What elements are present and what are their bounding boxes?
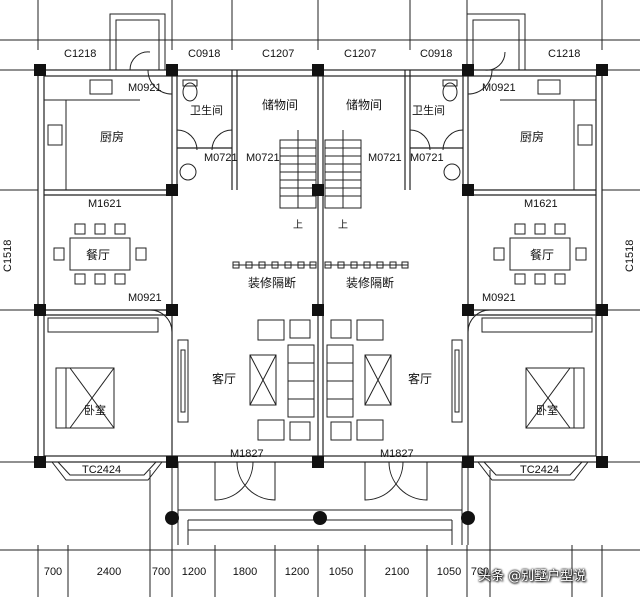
staircase-right bbox=[324, 130, 362, 209]
stairs-up-right: 上 bbox=[338, 220, 348, 231]
dimension-8: 2100 bbox=[384, 566, 410, 578]
window-code-c1207-left: C1207 bbox=[262, 48, 295, 60]
partition-right bbox=[324, 261, 409, 269]
window-code-c0918-left: C0918 bbox=[188, 48, 221, 60]
front-porch bbox=[149, 462, 491, 545]
room-bedroom-left: 卧室 bbox=[84, 404, 106, 417]
window-code-c1518-left: C1518 bbox=[2, 239, 14, 272]
kitchen-counter-left bbox=[44, 79, 140, 190]
dimension-7: 1050 bbox=[328, 566, 354, 578]
door-code-m0921-kitchen-right: M0921 bbox=[482, 82, 516, 94]
top-dim-ticks bbox=[37, 0, 603, 50]
door-code-m1621-right: M1621 bbox=[524, 198, 558, 210]
door-code-m1827-right: M1827 bbox=[380, 448, 414, 460]
top-left-porch bbox=[109, 13, 166, 71]
partition-left bbox=[232, 261, 317, 269]
door-code-m0921-kitchen-left: M0921 bbox=[128, 82, 162, 94]
interior-walls bbox=[44, 70, 596, 462]
room-dining-left: 餐厅 bbox=[86, 248, 111, 262]
door-code-m0921-bedroom-left: M0921 bbox=[128, 292, 162, 304]
room-dining-right: 餐厅 bbox=[530, 248, 555, 262]
room-partition-left: 装修隔断 bbox=[248, 276, 297, 290]
door-code-m0921-bedroom-right: M0921 bbox=[482, 292, 516, 304]
staircase-left bbox=[279, 130, 317, 209]
dining-table-right bbox=[493, 223, 587, 285]
structural-columns bbox=[34, 64, 608, 525]
bedroom-right-furniture bbox=[481, 317, 593, 429]
stairs-up-left: 上 bbox=[293, 220, 303, 231]
room-living-left: 客厅 bbox=[212, 372, 237, 386]
room-bathroom-right: 卫生间 bbox=[412, 104, 445, 117]
dimension-2: 2400 bbox=[96, 566, 122, 578]
kitchen-counter-right bbox=[500, 79, 596, 190]
watermark: 头条 @别墅户型说 bbox=[478, 569, 587, 584]
dimension-4: 1200 bbox=[181, 566, 207, 578]
living-furniture-right bbox=[326, 319, 463, 441]
door-code-m1621-left: M1621 bbox=[88, 198, 122, 210]
bay-window-left bbox=[51, 461, 163, 481]
room-storage-left: 储物间 bbox=[262, 98, 299, 112]
room-bedroom-right: 卧室 bbox=[536, 404, 558, 417]
door-code-m1827-left: M1827 bbox=[230, 448, 264, 460]
door-code-m0721-storage-left: M0721 bbox=[246, 152, 280, 164]
dimension-1: 700 bbox=[43, 566, 63, 578]
window-code-c0918-right: C0918 bbox=[420, 48, 453, 60]
living-furniture-left bbox=[177, 319, 315, 441]
bottom-dim-ticks bbox=[37, 545, 603, 597]
door-code-m0721-storage-right: M0721 bbox=[368, 152, 402, 164]
top-right-porch bbox=[466, 13, 526, 71]
room-living-right: 客厅 bbox=[408, 372, 433, 386]
window-code-tc2424-right: TC2424 bbox=[520, 464, 560, 476]
dimension-5: 1800 bbox=[232, 566, 258, 578]
room-storage-right: 储物间 bbox=[346, 98, 383, 112]
room-kitchen-right: 厨房 bbox=[520, 130, 545, 144]
window-code-c1518-right: C1518 bbox=[624, 239, 636, 272]
dining-table-left bbox=[53, 223, 147, 285]
dimension-9: 1050 bbox=[436, 566, 462, 578]
door-code-m0721-bath-right: M0721 bbox=[410, 152, 444, 164]
dimension-3: 700 bbox=[151, 566, 171, 578]
window-code-c1207-right: C1207 bbox=[344, 48, 377, 60]
door-code-m0721-bath-left: M0721 bbox=[204, 152, 238, 164]
room-kitchen-left: 厨房 bbox=[100, 130, 125, 144]
bay-window-right bbox=[477, 461, 589, 481]
room-bathroom-left: 卫生间 bbox=[190, 104, 223, 117]
window-code-c1218-left: C1218 bbox=[64, 48, 97, 60]
dimension-10: 700 bbox=[470, 566, 490, 578]
window-code-c1218-right: C1218 bbox=[548, 48, 581, 60]
bedroom-left-furniture bbox=[47, 317, 159, 429]
dimension-6: 1200 bbox=[284, 566, 310, 578]
window-code-tc2424-left: TC2424 bbox=[82, 464, 122, 476]
room-partition-right: 装修隔断 bbox=[346, 276, 395, 290]
